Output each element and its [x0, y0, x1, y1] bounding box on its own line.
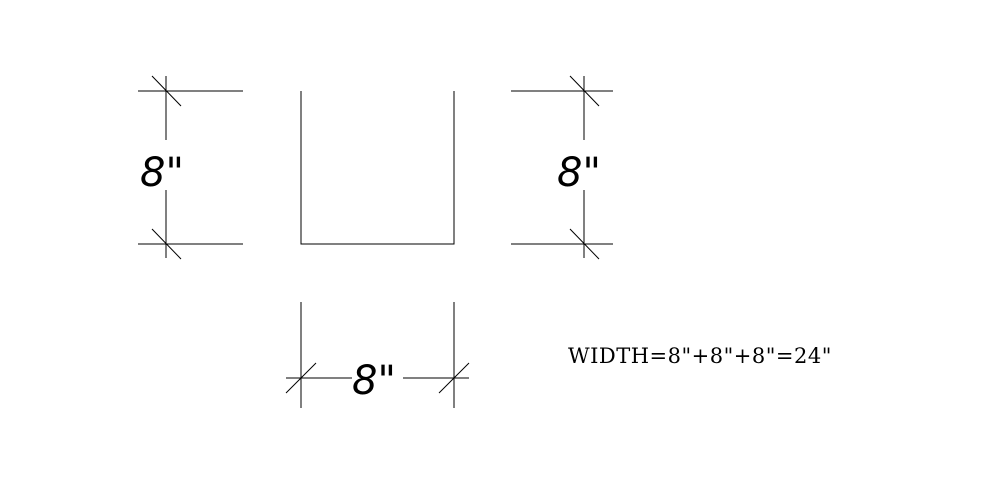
bottom-tick-right — [438, 362, 470, 394]
right-dimension-label: 8" — [557, 150, 601, 196]
left-tick-top — [151, 75, 182, 107]
left-dimension: 8" — [138, 75, 243, 260]
channel-section — [300, 91, 455, 245]
left-tick-bottom — [151, 228, 182, 260]
bottom-tick-left — [285, 362, 317, 394]
right-dimension: 8" — [511, 75, 613, 260]
left-dimension-label: 8" — [140, 150, 184, 196]
right-tick-bottom — [569, 228, 600, 260]
width-formula: WIDTH=8"+8"+8"=24" — [568, 344, 832, 368]
bottom-dimension: 8" — [285, 302, 470, 408]
right-tick-top — [569, 75, 600, 107]
bottom-dimension-label: 8" — [352, 358, 396, 404]
